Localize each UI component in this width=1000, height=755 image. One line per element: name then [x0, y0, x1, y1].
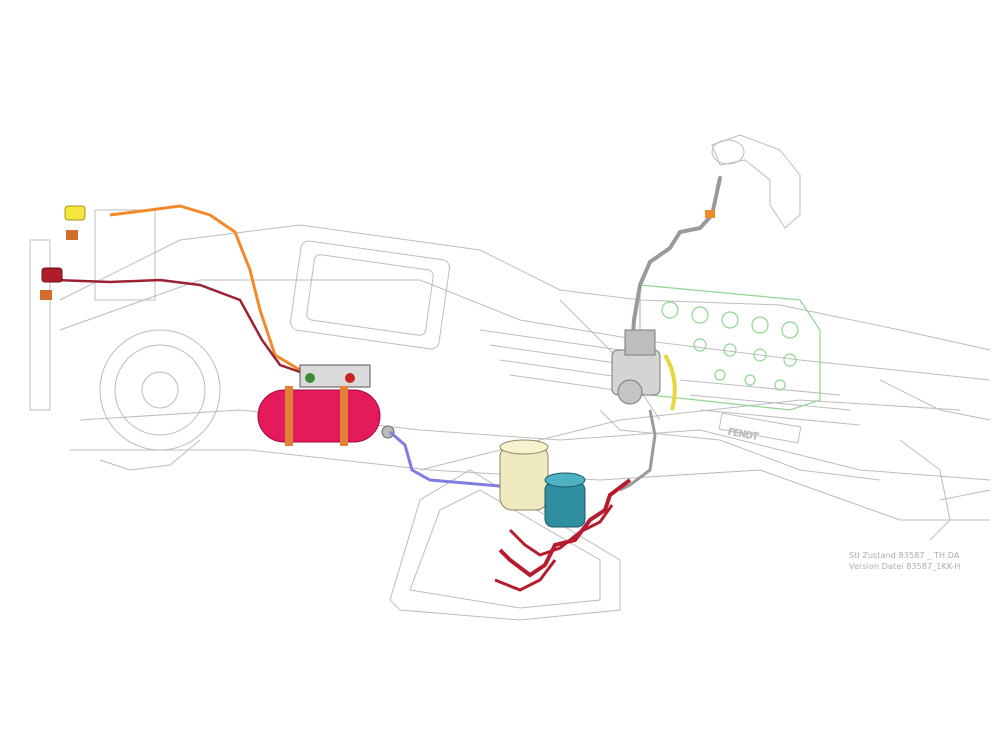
coupling-yellow-head [64, 205, 86, 221]
oil-pan-inner [409, 489, 601, 609]
valve-block [299, 364, 371, 388]
frame-hatching-front [679, 379, 861, 426]
cylinder-1 [661, 301, 679, 319]
air-compressor [611, 329, 661, 405]
rear-lower-link [99, 439, 201, 471]
bore-4 [783, 353, 797, 367]
air-intake-opening [711, 139, 745, 165]
motor-body [544, 481, 586, 528]
coupling-red-bracket [40, 290, 52, 300]
front-bumper [939, 489, 991, 501]
engine-block-outline [639, 284, 821, 411]
compressor-intake-pipe [630, 176, 722, 352]
bore-1 [693, 338, 707, 352]
gearbox-cover [306, 254, 434, 336]
bore-3 [753, 348, 767, 362]
cylinder-2 [691, 306, 709, 324]
pump-motor [544, 472, 586, 528]
gearbox-housing [290, 240, 450, 350]
motor-top [544, 472, 586, 488]
blue-air-line [389, 430, 512, 501]
valve-red [345, 373, 355, 383]
yellow-hose [663, 353, 677, 411]
bore-7 [774, 379, 786, 391]
coupling-yellow-bracket [66, 230, 78, 240]
front-support [899, 439, 951, 541]
cylinder-5 [781, 321, 799, 339]
drawing-version-label: Version Datei 83587_1KK-H [849, 562, 961, 571]
rear-bracket [94, 209, 156, 301]
rear-axle-hub [99, 329, 221, 451]
engine-block [639, 284, 821, 411]
air-dryer [499, 439, 549, 511]
cylinder-3 [721, 311, 739, 329]
frame-rail-upper-inner [59, 279, 991, 381]
frame-mid [599, 409, 881, 481]
dryer-canister [499, 444, 549, 511]
tank-strap-1 [285, 386, 293, 446]
red-pipe-3 [494, 559, 557, 592]
frame-rail-lower [79, 409, 991, 481]
valve-green [305, 373, 315, 383]
rear-axle-center [141, 371, 179, 409]
orange-air-line [109, 204, 301, 372]
compressor-outlet-pipe [619, 409, 657, 492]
rear-hitch-plate [29, 239, 51, 411]
compressor-head [624, 329, 656, 356]
dark-red-air-line [54, 278, 301, 374]
pipe-clamp [705, 210, 715, 218]
red-pipe-2 [508, 504, 614, 557]
air-intake-elbow [711, 134, 801, 229]
bore-2 [723, 343, 737, 357]
coupling-red-head [41, 267, 63, 283]
tank-strap-2 [340, 386, 348, 446]
air-tank-body [257, 389, 381, 443]
fendt-badge-plate [718, 412, 802, 444]
dryer-top [499, 439, 549, 455]
air-tank [257, 386, 395, 446]
frame-rail-bottom [70, 449, 990, 521]
oil-pan [389, 469, 621, 621]
coupling-yellow [64, 205, 86, 240]
chassis-frame [29, 134, 991, 621]
drawing-status-label: Stl Zustand 83587 _ TH DA [849, 551, 960, 560]
compressor-pulley [617, 379, 643, 405]
coupling-red [40, 267, 63, 300]
frame-hatching [479, 329, 651, 396]
cylinder-4 [751, 316, 769, 334]
tank-fitting [381, 425, 395, 439]
front-axle [879, 379, 991, 421]
bore-5 [714, 369, 726, 381]
frame-rail-top [59, 224, 991, 351]
rear-axle-hub-inner [114, 344, 206, 436]
bore-6 [744, 374, 756, 386]
